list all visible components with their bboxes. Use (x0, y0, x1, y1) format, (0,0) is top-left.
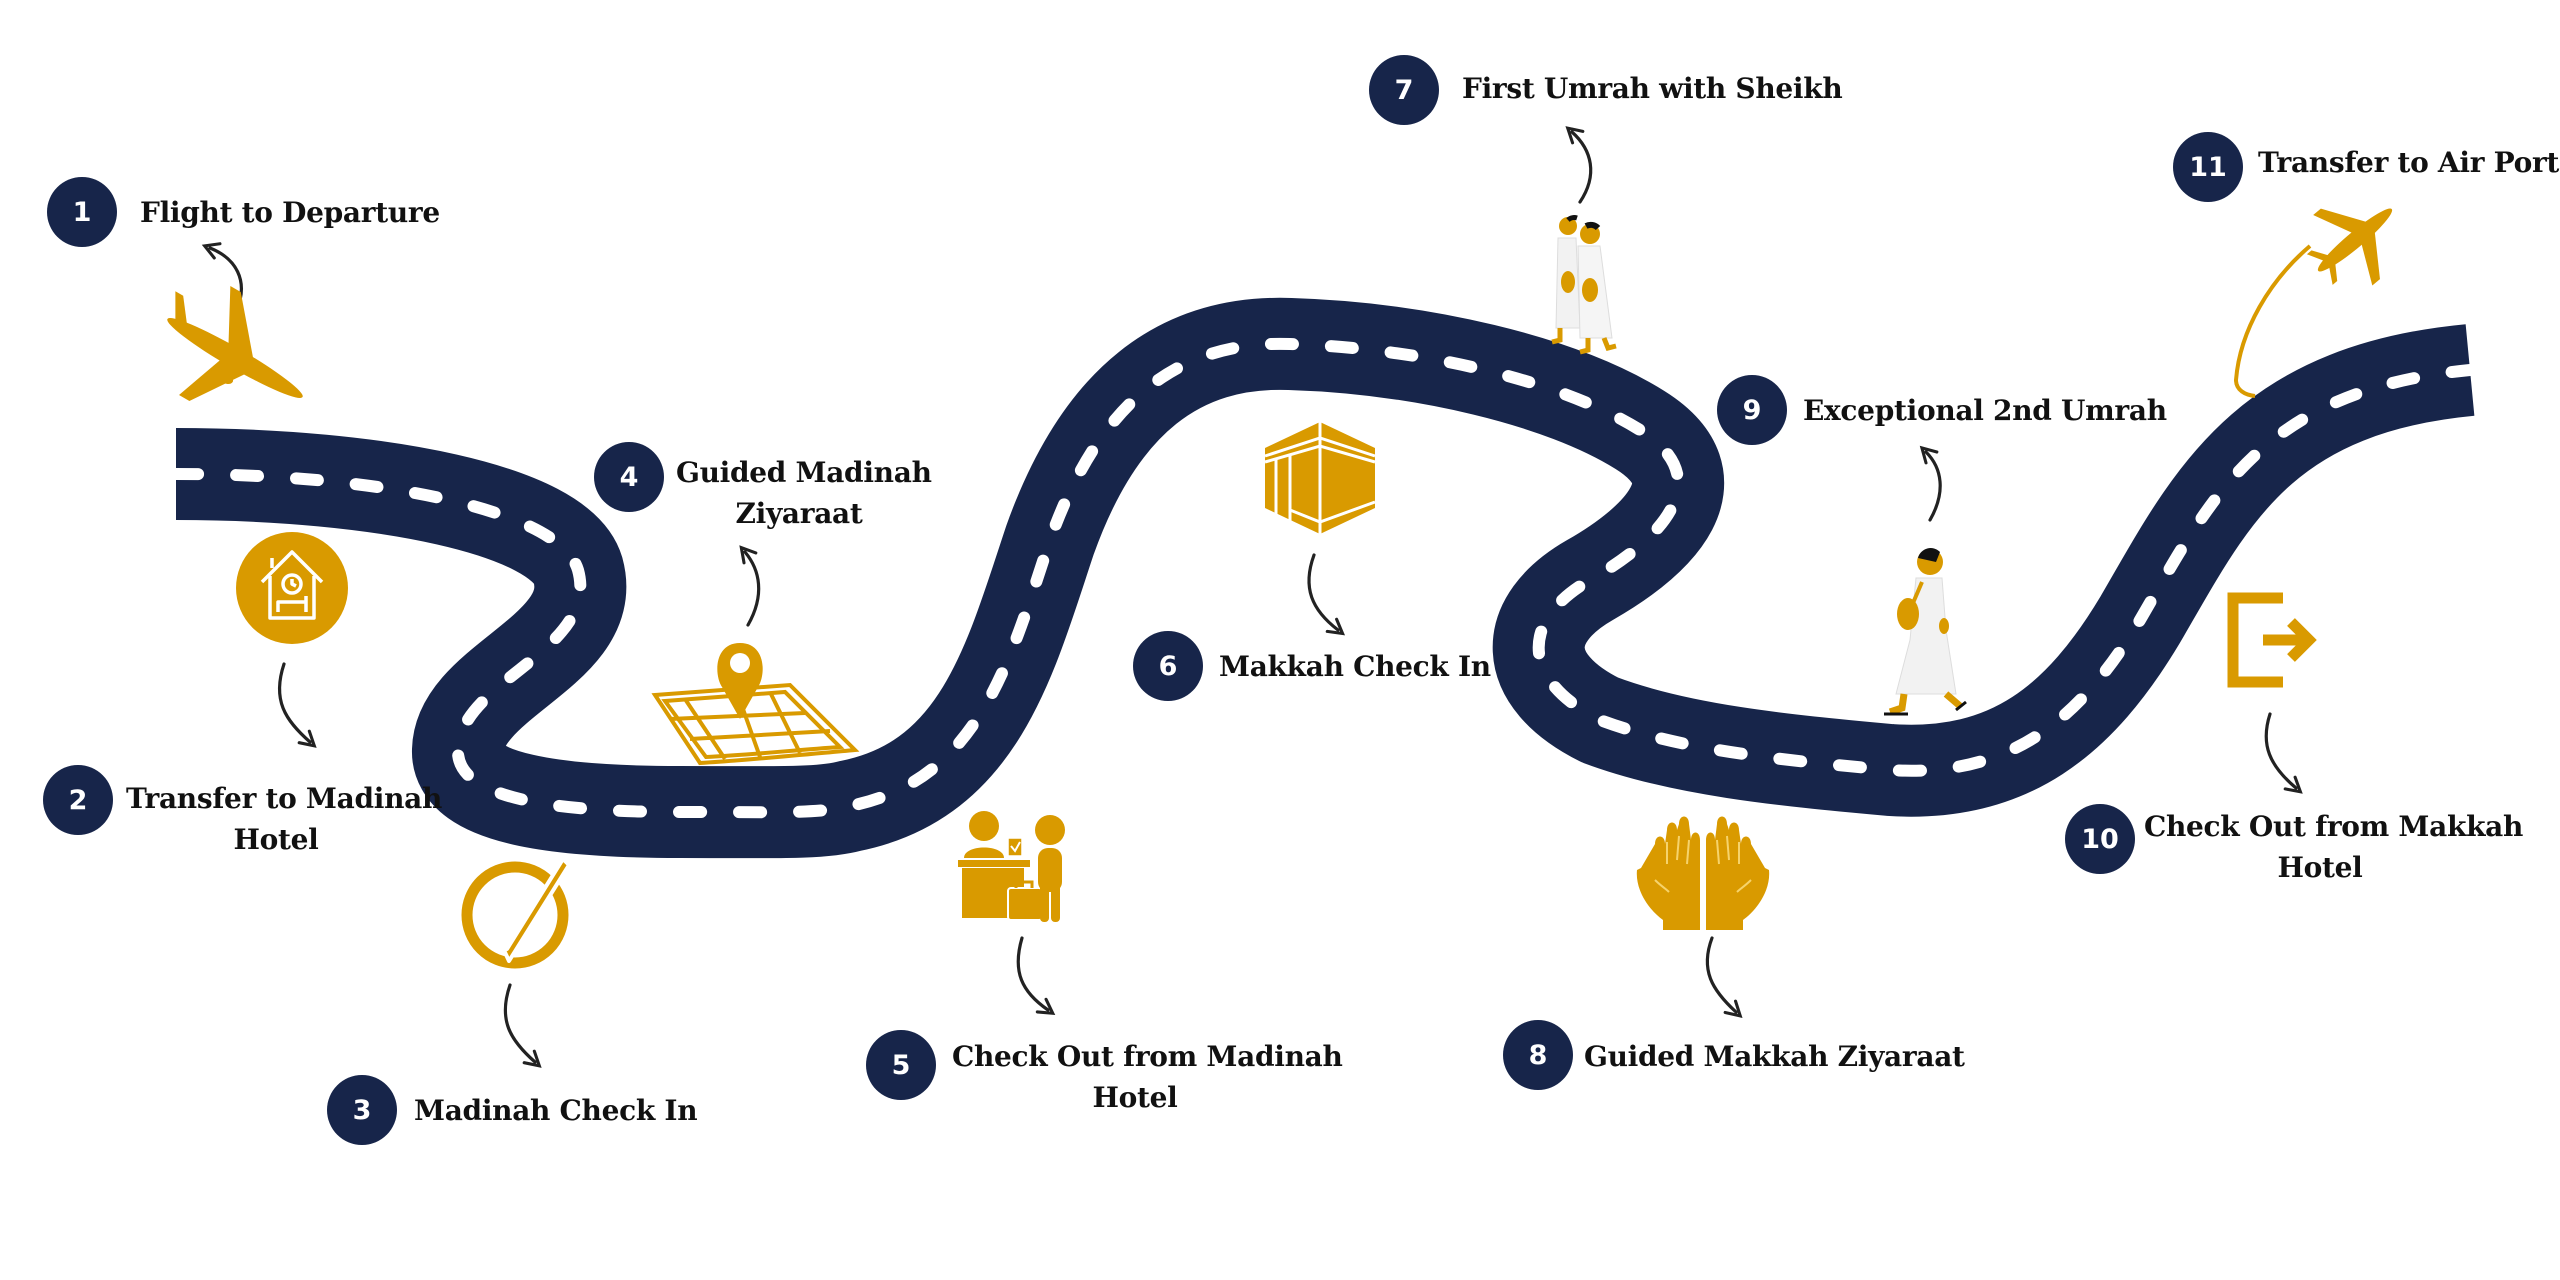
hotel-clock-icon (236, 532, 348, 644)
step-label-line: First Umrah with Sheikh (1462, 72, 1843, 105)
step-label-line: Flight to Departure (140, 196, 440, 229)
arrow-step-8 (1705, 936, 1743, 1018)
step-label-line: Makkah Check In (1219, 650, 1491, 683)
kaaba-icon (1264, 422, 1376, 534)
arrow-step-5 (1016, 936, 1056, 1016)
step-badge-7: 7 (1369, 55, 1439, 125)
step-label-8: Guided Makkah Ziyaraat (1584, 1036, 1965, 1077)
step-badge-4: 4 (594, 442, 664, 512)
step-label-5: Check Out from Madinah Hotel (952, 1036, 1343, 1118)
step-badge-10: 10 (2065, 804, 2135, 874)
step-label-1: Flight to Departure (140, 192, 440, 233)
step-label-9: Exceptional 2nd Umrah (1803, 390, 2167, 431)
praying-hands-icon (1636, 816, 1770, 930)
step-label-line: Guided Makkah Ziyaraat (1584, 1040, 1965, 1073)
step-badge-2: 2 (43, 765, 113, 835)
airplane-landing-icon (167, 286, 303, 401)
step-label-line: Hotel (1092, 1081, 1178, 1114)
map-pin-icon (651, 643, 860, 766)
step-label-line: Check Out from Madinah (952, 1040, 1343, 1073)
step-label-10: Check Out from Makkah Hotel (2144, 806, 2524, 888)
step-badge-1: 1 (47, 177, 117, 247)
arrow-step-3 (503, 983, 542, 1068)
arrow-step-4 (739, 545, 761, 627)
airplane-takeoff-icon (2233, 208, 2393, 398)
step-label-4: Guided Madinah Ziyaraat (676, 452, 932, 534)
arrow-step-9 (1919, 445, 1942, 522)
step-badge-11: 11 (2173, 132, 2243, 202)
step-label-line: Hotel (2277, 851, 2363, 884)
step-label-2: Transfer to Madinah Hotel (126, 778, 443, 860)
step-badge-8: 8 (1503, 1020, 1573, 1090)
step-label-line: Hotel (233, 823, 319, 856)
step-label-line: Madinah Check In (414, 1094, 698, 1127)
step-label-11: Transfer to Air Port (2258, 142, 2559, 183)
arrow-step-6 (1307, 553, 1346, 636)
step-label-line: Guided Madinah (676, 456, 932, 489)
step-label-line: Exceptional 2nd Umrah (1803, 394, 2167, 427)
reception-desk-icon (958, 811, 1065, 922)
pilgrim-walking-icon (1884, 548, 1967, 716)
road-lane-markings (170, 337, 2476, 819)
pilgrims-walking-icon (1551, 215, 1617, 355)
step-label-7: First Umrah with Sheikh (1462, 68, 1843, 109)
step-badge-5: 5 (866, 1030, 936, 1100)
arrow-step-2 (277, 662, 317, 748)
step-label-3: Madinah Check In (414, 1090, 698, 1131)
step-label-line: Ziyaraat (735, 497, 863, 530)
checkmark-circle-icon (461, 857, 571, 969)
step-badge-3: 3 (327, 1075, 397, 1145)
step-label-line: Transfer to Air Port (2258, 146, 2560, 179)
arrow-step-10 (2264, 712, 2303, 794)
step-label-line: Check Out from Makkah (2144, 810, 2524, 843)
step-badge-6: 6 (1133, 631, 1203, 701)
step-label-line: Transfer to Madinah (126, 782, 443, 815)
step-badge-9: 9 (1717, 375, 1787, 445)
arrow-step-7 (1565, 126, 1593, 204)
step-label-6: Makkah Check In (1219, 646, 1491, 687)
exit-icon (2227, 592, 2317, 688)
